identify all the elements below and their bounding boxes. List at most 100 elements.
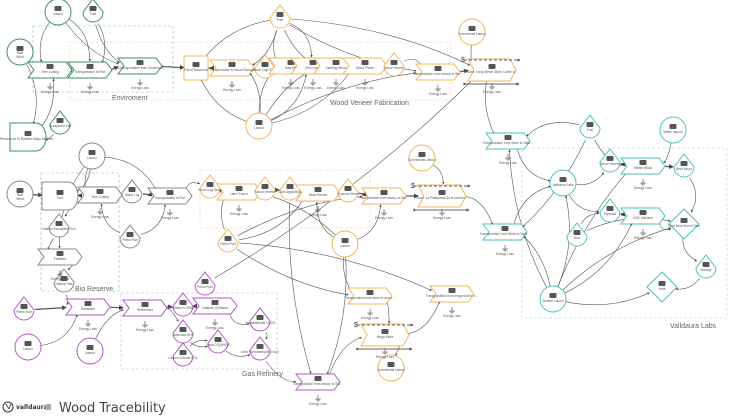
forest-icon — [24, 131, 32, 136]
node-wv2-fuel[interactable]: Petrol Fuel — [217, 228, 239, 253]
node-vl-glue[interactable]: Glue — [566, 222, 588, 247]
node-br-transport-port[interactable]: Transportation to Port — [147, 187, 193, 205]
logs-icon — [261, 62, 269, 67]
node-vl-transport-bottom[interactable]: Transportation from Store to Valld… — [480, 223, 531, 241]
node-wv-port[interactable]: Port of Barcelona — [183, 55, 209, 81]
env-fuel-label: Fuel — [90, 12, 96, 16]
edge-vl-water-to-vl-steam — [663, 142, 672, 164]
gr-fuel-label: Petrol Fuel — [197, 285, 213, 289]
node-wv2-veneer[interactable]: Wood Veneer — [254, 176, 276, 201]
node-wv2-glue[interactable]: Glue Application — [278, 176, 302, 201]
node-br-natural-gas[interactable]: Natural Gas — [53, 268, 75, 293]
node-wv2-transport-wood[interactable]: Transportation from store to wood … — [344, 287, 396, 305]
node-env-labour[interactable]: Labour — [44, 0, 72, 26]
node-gr-urea[interactable]: Urea CO(NH2)2 — [207, 329, 230, 354]
node-vl-water[interactable]: Water Vapour — [659, 116, 687, 144]
node-br-wood-log[interactable]: Wood Log — [121, 179, 143, 204]
node-wv-labour[interactable]: Labour — [245, 112, 273, 140]
store-icon — [438, 190, 446, 195]
node-wv2-store[interactable]: $Store: La Plataforma de la constru… — [411, 183, 471, 212]
wv-port-shape — [183, 55, 209, 81]
node-gr-extraction[interactable]: Extraction — [65, 298, 111, 316]
gr-catalytic-shape — [192, 297, 238, 315]
node-vl-storage[interactable]: Storage — [695, 254, 717, 279]
vl-transport-bottom-label: Transportation from Store to Valld… — [480, 232, 531, 236]
node-vl-labs[interactable]: Valldaura Labs — [549, 169, 577, 197]
node-vl-student[interactable]: Student Labour — [539, 285, 567, 313]
edge-env-ship-to-wv-port — [161, 65, 185, 70]
node-wv2-lathe[interactable]: Lathe Turner — [216, 183, 262, 201]
node-wv-transport-storage[interactable]: Transportation to Wood Storage — [209, 59, 255, 77]
node-br-tree-cutting[interactable]: Tree Cutting — [77, 186, 123, 204]
node-wv2-plywood[interactable]: Plywood Sheet — [337, 178, 359, 203]
node-wv2-log-store[interactable]: Wood Log Store — [199, 174, 222, 199]
saw-icon — [287, 60, 295, 65]
node-gr-co2[interactable]: Carbon Dioxide CO2 — [168, 342, 198, 367]
node-gr-fuel[interactable]: Petrol Fuel — [194, 271, 216, 296]
edge-wv2-fuel-to-wv2-transport-retailer — [238, 242, 432, 291]
node-gr-labour-left[interactable]: Labour — [14, 333, 42, 361]
node-wv2-mega-store[interactable]: $Mega Store — [354, 322, 414, 351]
node-wv2-commercial-bottom[interactable]: Commercial Labour — [377, 354, 406, 382]
node-env-ship[interactable]: Ship transportation from Guatemala… — [113, 57, 167, 75]
wv2-transport-wood-label: Transportation from store to wood … — [344, 296, 396, 300]
tree-cutting-icon — [46, 64, 54, 69]
edge-wv2-store-to-vl-transport-bottom — [465, 196, 494, 225]
node-wv2-commercial[interactable]: Commercial Labour — [408, 144, 437, 172]
node-wv-fuel[interactable]: Fuel — [269, 4, 291, 29]
wv-sanding-label: Sanding Wood — [326, 66, 347, 70]
edge-br-labour-to-br-tree-cutting — [83, 168, 88, 189]
node-vl-plywood[interactable]: Plywood — [599, 198, 621, 223]
node-gr-formaldehyde[interactable]: Formaldehyde CH2O — [245, 307, 276, 332]
edge-vl-bent-to-vl-chair — [689, 177, 697, 213]
node-wv-commercial[interactable]: Commercial Labour — [458, 18, 487, 46]
node-vl-fuel[interactable]: Fuel — [579, 114, 601, 139]
node-env-fuel[interactable]: Fuel — [82, 0, 104, 23]
node-wv2-transport-store[interactable]: Transportation from factory to Sto… — [359, 187, 410, 205]
node-vl-steam[interactable]: Steam Wood — [620, 157, 666, 175]
node-gr-catalytic[interactable]: Catalytic Oxidation — [192, 297, 238, 315]
node-vl-wood-veneer[interactable]: Wood Veneer — [599, 148, 621, 173]
edge-wv-labour-to-wv-planer — [271, 72, 350, 124]
node-wv-veneer[interactable]: Wood Veneer — [383, 52, 405, 77]
node-gr-fuel-left[interactable]: Petrol Fuel — [13, 296, 35, 321]
node-vl-transport-top[interactable]: Transportation from Store to Valld… — [483, 132, 534, 150]
node-vl-heat[interactable]: Heat — [646, 271, 678, 303]
node-vl-cnc[interactable]: CNC Machine — [620, 207, 666, 225]
edge-vl-student-to-vl-chair — [562, 227, 671, 291]
node-br-ecosystem[interactable]: Natural Ecosystem Soil — [43, 213, 76, 238]
node-env-tree-cutting[interactable]: Tree Cutting — [27, 61, 73, 79]
node-br-labour[interactable]: Labour — [78, 142, 106, 170]
node-wv-transport-store[interactable]: Transportation from factory to Sto… — [413, 63, 464, 81]
node-gr-urea-formaldehyde[interactable]: Urea Formaldehyde (Glue) — [241, 336, 279, 361]
node-env-reserve[interactable]: Reserva de El Barbero Mayo de Pete… — [0, 122, 56, 152]
node-br-fertilizer[interactable]: Fertilizer — [37, 248, 83, 266]
node-gr-labour[interactable]: Labour — [76, 337, 104, 365]
energy-loss-label: Energy Loss — [634, 236, 652, 240]
node-wv2-press[interactable]: Heat Presser — [295, 184, 341, 202]
wv-transport-store-label: Transportation from factory to Sto… — [413, 72, 464, 76]
node-env-ecosystem[interactable]: Ecosystem Soil — [49, 110, 71, 135]
node-gr-transport[interactable]: Transportation from factory to Sto… — [293, 373, 344, 391]
wv2-press-label: Heat Presser — [309, 193, 329, 197]
node-wv-planer[interactable]: Wood Planer — [342, 57, 388, 75]
wv-commercial-shape — [458, 18, 486, 46]
kiln-icon — [309, 60, 317, 65]
node-wv2-transport-retailer[interactable]: Transportation from mega shot to r… — [426, 285, 478, 303]
energy-loss-label: Energy Loss — [309, 213, 327, 217]
node-wv2-labour[interactable]: Labour — [331, 230, 359, 258]
node-vl-bent[interactable]: Bent Wood — [673, 153, 695, 178]
node-br-fuel[interactable]: Petrol Fuel — [119, 224, 141, 249]
node-gr-ammonia[interactable]: Ammonia NH3 — [172, 319, 194, 344]
node-env-transport-port[interactable]: Transportation to Port — [67, 61, 113, 79]
node-br-tree[interactable]: Tree — [41, 181, 79, 211]
node-vl-chair[interactable]: Final Bent Wood Chair — [668, 208, 701, 240]
node-wv-store[interactable]: $Store: Leroy Merlin Store Carrer d… — [461, 57, 521, 86]
energy-loss-label: Energy Loss — [361, 316, 379, 320]
node-gr-methanol[interactable]: Methanol CH3OH — [170, 292, 196, 317]
node-gr-refinement[interactable]: Refinement — [122, 299, 168, 317]
edge-wv2-fuel-to-wv2-press — [238, 199, 304, 241]
edge-gr-urea-formaldehyde-to-gr-transport — [265, 360, 297, 384]
